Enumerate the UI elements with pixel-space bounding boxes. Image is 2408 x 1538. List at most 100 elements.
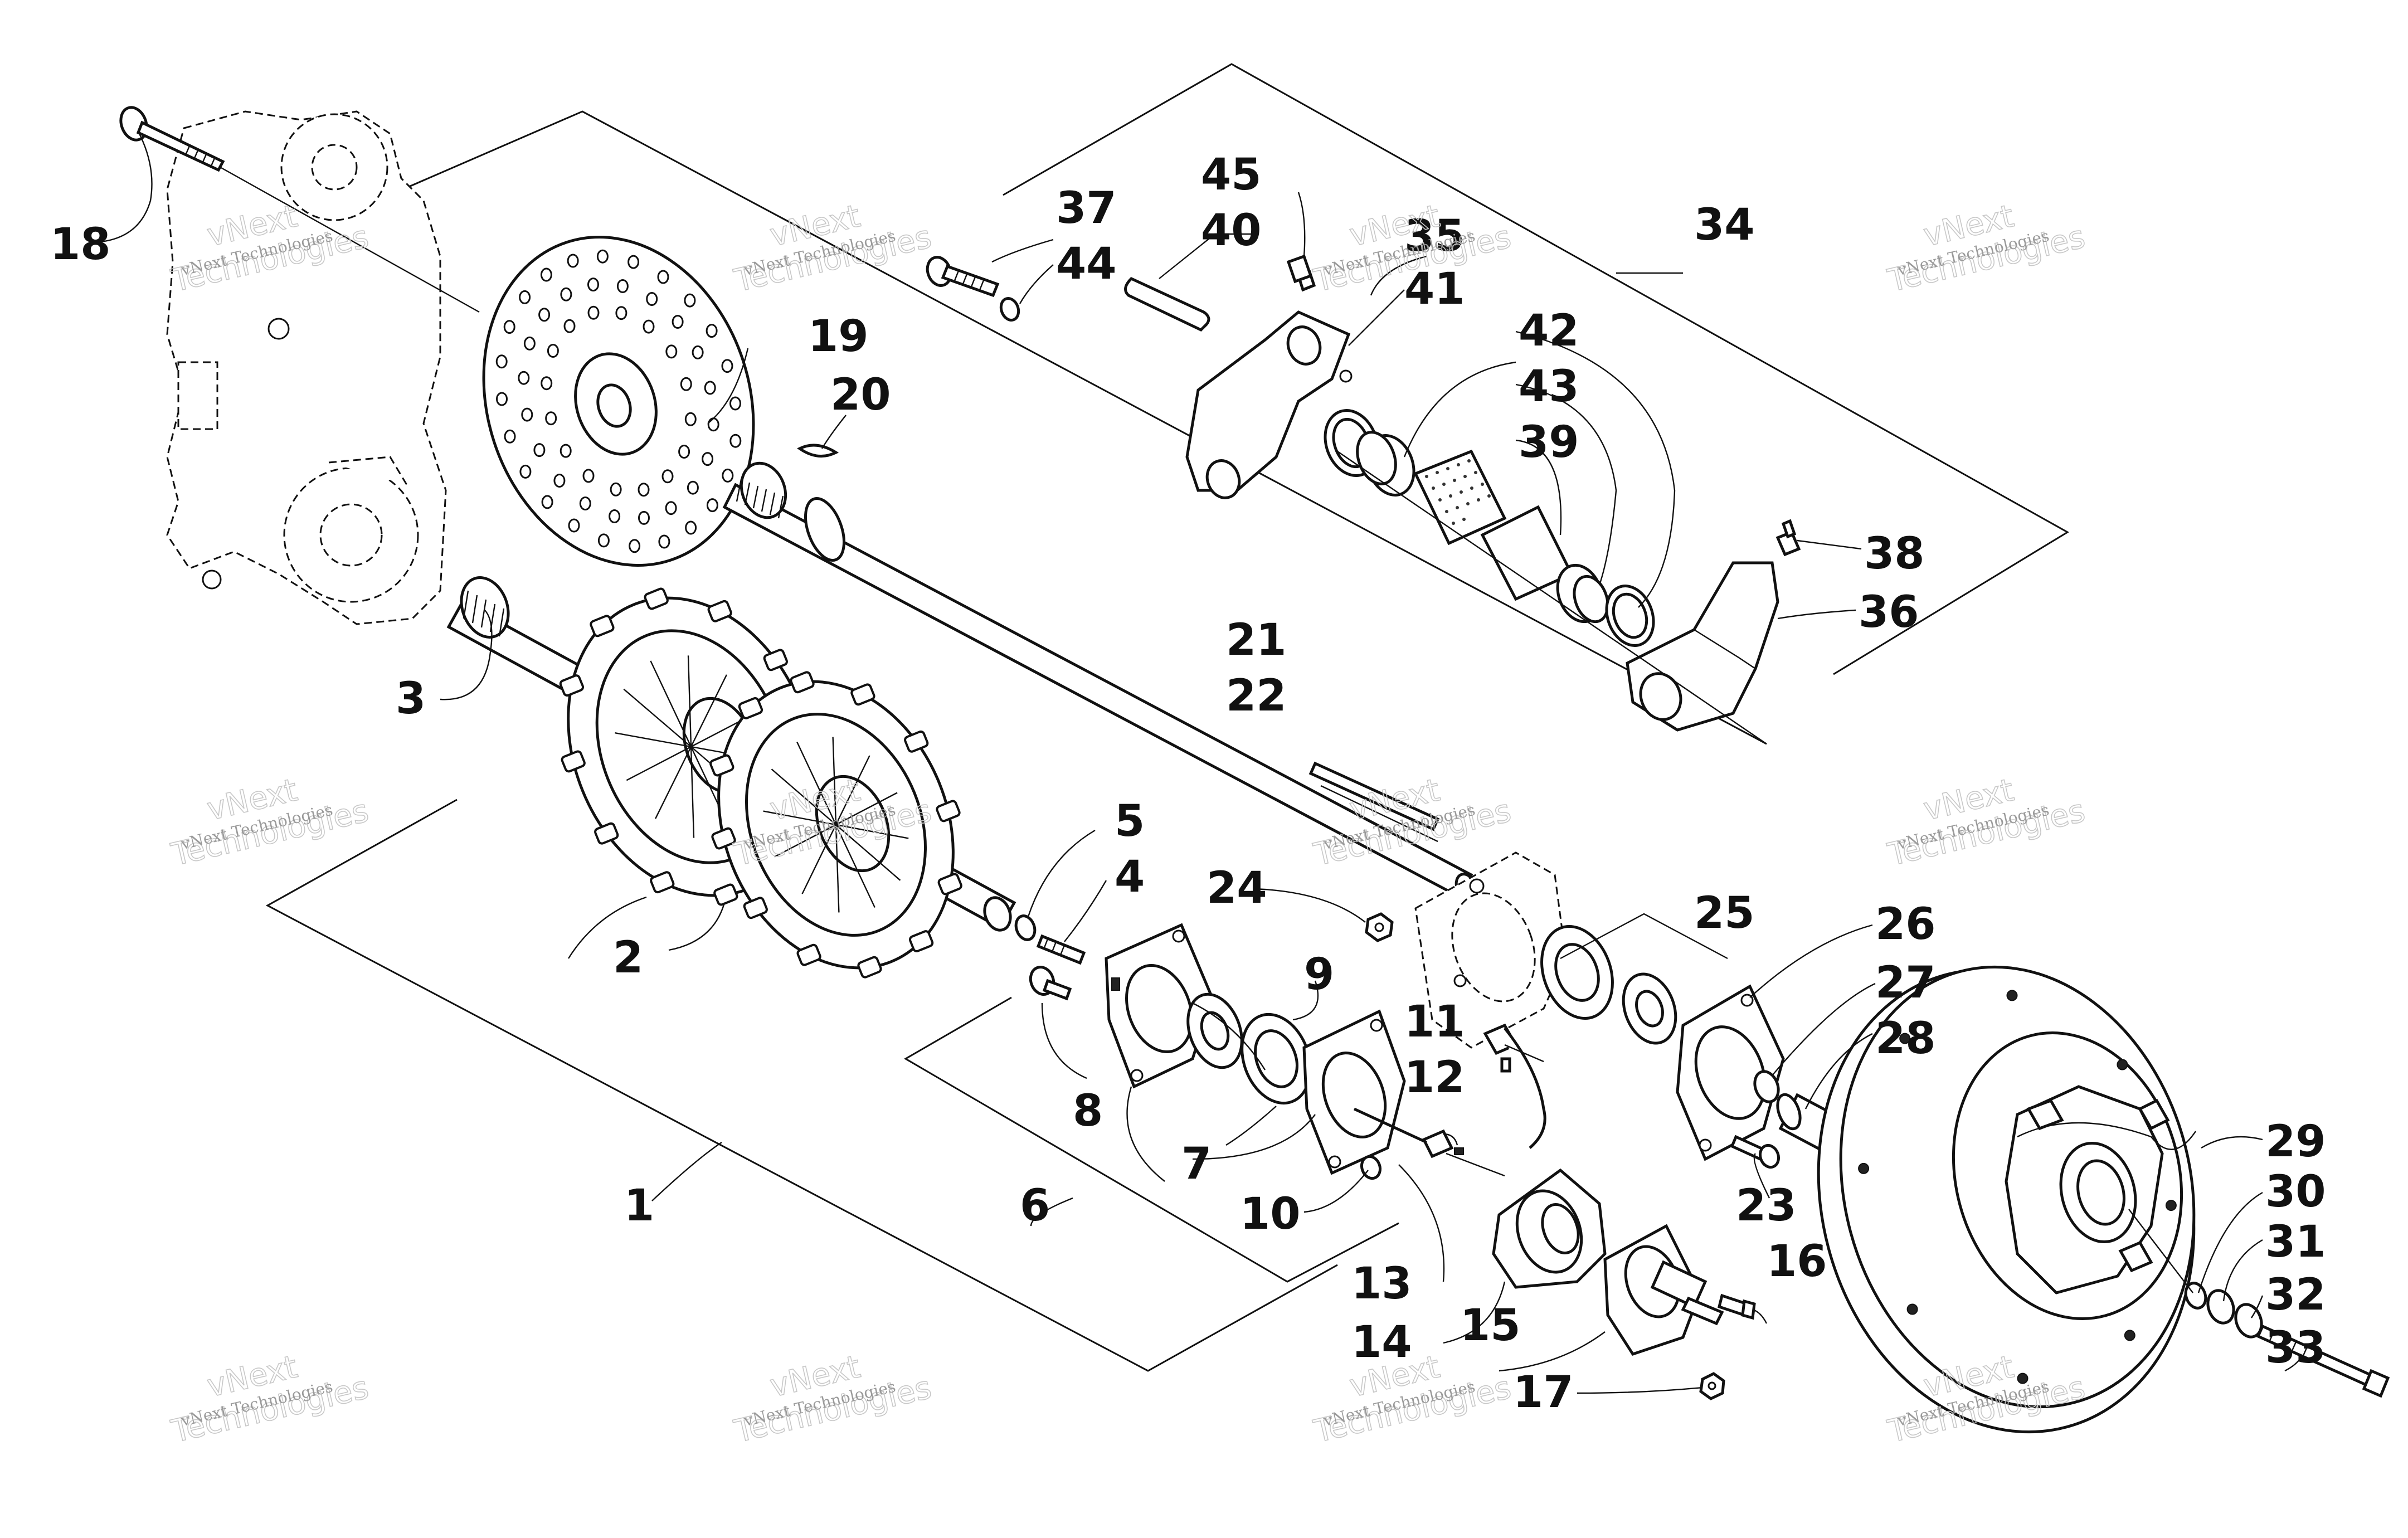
disc-hole xyxy=(721,359,733,373)
callout-33: 33 xyxy=(2265,1323,2326,1373)
callout-31: 31 xyxy=(2265,1217,2326,1267)
group-brackets xyxy=(265,63,2069,1372)
flange-7a xyxy=(1105,923,1214,1089)
callout-18: 18 xyxy=(50,220,111,270)
piston-43 xyxy=(1356,431,1415,497)
disc-hole xyxy=(541,376,553,391)
disc-hole xyxy=(672,315,684,329)
callouts: 18 19 20 3 2 1 5 4 8 6 7 9 10 11 12 13 1… xyxy=(50,150,2326,1418)
disc-hole xyxy=(579,497,591,510)
disc-hole xyxy=(596,249,609,264)
disc-hole xyxy=(706,324,718,338)
bracket-group-1 xyxy=(265,799,1338,1372)
sprocket-tooth xyxy=(936,800,961,822)
sprocket-tooth xyxy=(594,822,619,845)
callout-17: 17 xyxy=(1513,1367,1574,1418)
sprocket-tooth xyxy=(937,873,962,895)
disc-hole xyxy=(658,534,670,549)
sprocket-tooth xyxy=(559,674,585,697)
disc-hole xyxy=(729,396,741,411)
pad-texture xyxy=(1460,490,1463,494)
gear-case xyxy=(166,110,447,625)
washer-44 xyxy=(999,297,1020,322)
pad-texture xyxy=(1452,522,1455,525)
pad-texture xyxy=(1453,479,1456,482)
sprocket-spoke xyxy=(835,824,875,908)
bolt-8 xyxy=(1029,966,1072,1001)
disc-hole xyxy=(685,520,697,535)
disc-hole xyxy=(702,452,714,466)
pad-texture xyxy=(1456,506,1459,509)
drum-bolt-hole xyxy=(2165,1200,2177,1211)
sprocket-tooth xyxy=(790,671,815,694)
sprocket-spoke xyxy=(615,732,692,748)
bearing-housing xyxy=(1414,851,1567,1049)
callout-40: 40 xyxy=(1201,206,1262,256)
sprocket-spoke xyxy=(623,688,692,747)
sprocket-spoke xyxy=(763,810,836,826)
callout-45: 45 xyxy=(1201,150,1262,200)
pad-texture xyxy=(1436,471,1439,474)
sprocket-spoke xyxy=(832,737,837,825)
pad-texture xyxy=(1425,475,1428,478)
disc-hole xyxy=(665,344,678,359)
disc-hole xyxy=(567,254,579,268)
pad-texture xyxy=(1462,518,1466,521)
pad-texture xyxy=(1446,467,1449,470)
callout-11: 11 xyxy=(1404,997,1465,1047)
bolt-37 xyxy=(926,256,1000,298)
disc-hole xyxy=(553,474,566,488)
disc-hole xyxy=(547,344,559,358)
callout-13: 13 xyxy=(1351,1259,1412,1309)
disc-hole xyxy=(582,469,595,483)
disc-hole xyxy=(684,293,696,308)
drum-bolt-hole xyxy=(1906,1303,1918,1315)
disc-hole xyxy=(610,482,622,497)
pad-texture xyxy=(1432,486,1435,490)
sensor-12 xyxy=(1422,1129,1505,1177)
sprocket-tooth xyxy=(796,943,821,966)
disc-hole xyxy=(638,483,650,497)
seal-42b xyxy=(1605,585,1655,647)
disc-hole xyxy=(706,498,718,513)
disc-hole xyxy=(638,510,650,525)
disc-hole xyxy=(704,381,716,395)
sprocket-spoke xyxy=(835,792,898,826)
sprocket-tooth xyxy=(738,697,763,719)
sprocket-tooth xyxy=(713,883,738,906)
disc-hole xyxy=(707,417,719,432)
callout-2: 2 xyxy=(613,933,643,983)
callout-14: 14 xyxy=(1351,1317,1412,1367)
sprocket-spoke xyxy=(835,824,840,913)
callout-30: 30 xyxy=(2265,1167,2326,1217)
callout-28: 28 xyxy=(1875,1014,1936,1064)
bearing-25a xyxy=(1540,925,1614,1020)
disc-hole xyxy=(684,412,697,426)
flange-7b xyxy=(1302,1009,1406,1175)
callout-23: 23 xyxy=(1736,1181,1797,1231)
bolt-18 xyxy=(119,106,225,172)
callout-12: 12 xyxy=(1404,1053,1465,1103)
callout-6: 6 xyxy=(1020,1181,1050,1231)
sprocket-tooth xyxy=(650,871,675,894)
callout-21: 21 xyxy=(1226,615,1287,665)
disc-hole xyxy=(560,287,572,301)
sprocket-spoke xyxy=(835,824,909,839)
sprocket-tooth xyxy=(709,754,734,777)
housing-14 xyxy=(1492,1168,1607,1289)
pad-texture xyxy=(1467,459,1471,463)
sprocket-tooth xyxy=(904,730,929,753)
sprocket-tooth xyxy=(561,750,586,773)
callout-26: 26 xyxy=(1875,899,1936,950)
disc-hole xyxy=(678,445,690,459)
disc-hole xyxy=(519,290,531,304)
disc-hole xyxy=(729,434,742,448)
drum-bolt-hole xyxy=(2117,1059,2128,1070)
sprocket-spoke xyxy=(774,824,836,858)
disc-hole xyxy=(496,392,508,406)
disc-hole xyxy=(533,443,546,457)
bracket-upper-shaft xyxy=(351,110,1767,745)
drum-bolt-hole xyxy=(1899,1033,1911,1044)
brake-drum-29 xyxy=(1817,965,2196,1434)
callout-36: 36 xyxy=(1859,587,1919,637)
